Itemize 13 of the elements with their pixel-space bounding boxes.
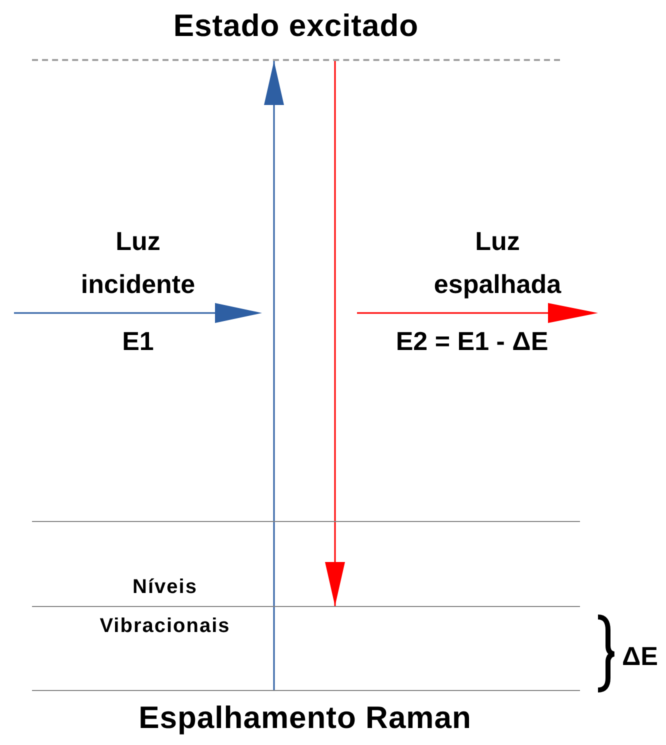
energy-level-line [32, 521, 580, 522]
diagram-label: E1 [121, 325, 155, 358]
arrow [264, 61, 284, 690]
diagram-label: Níveis Vibracionais [98, 575, 232, 639]
diagram-label: ΔE [620, 640, 660, 673]
caption: Espalhamento Raman [138, 700, 472, 736]
diagram-label: Luz espalhada [432, 225, 562, 301]
energy-level-line [32, 690, 580, 691]
energy-level-line [32, 606, 580, 607]
diagram-label: Luz incidente [80, 225, 196, 301]
level-title: Estado excitado [173, 8, 419, 44]
arrow [325, 61, 345, 606]
diagram-label: E2 = E1 - ΔE [394, 325, 550, 358]
